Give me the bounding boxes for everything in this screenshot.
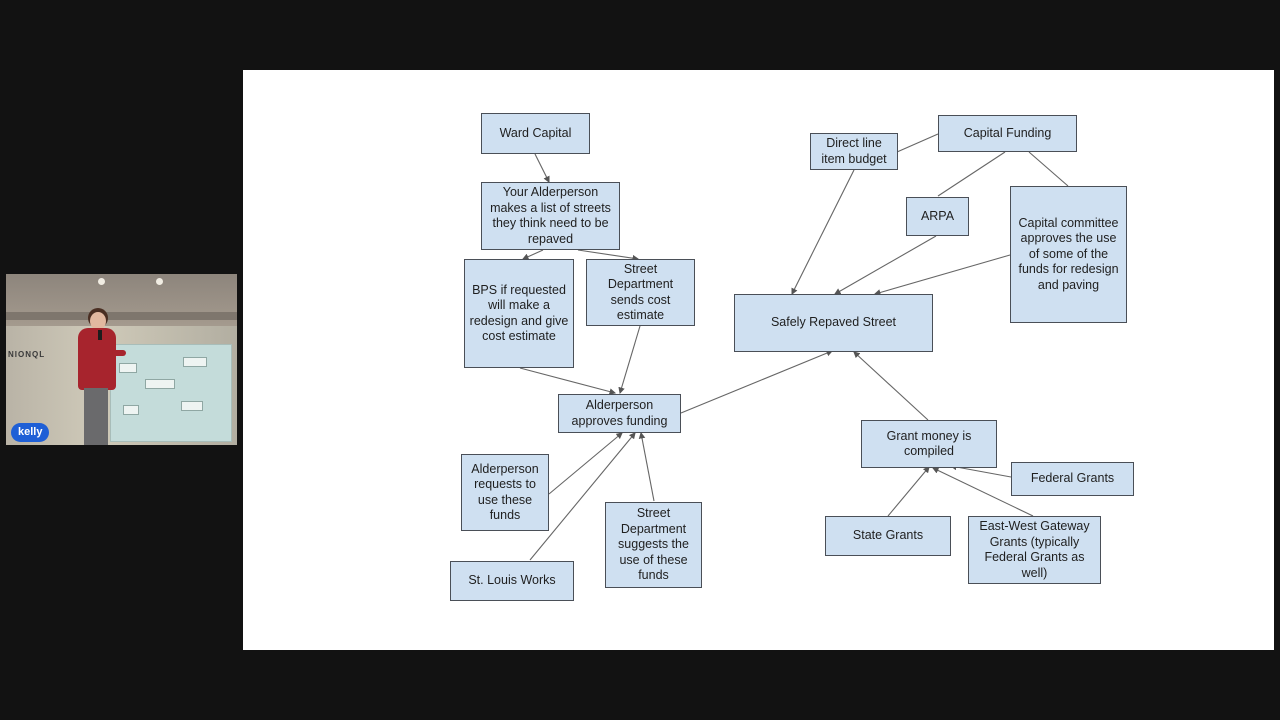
video-wall-sign: NIONQL	[8, 350, 46, 359]
connector-eastwest-to-grant	[932, 467, 1034, 517]
video-speaker-head	[90, 312, 106, 330]
connector-direct-to-street	[791, 169, 855, 295]
node-direct-line-budget: Direct line item budget	[810, 133, 898, 170]
video-screen-box	[123, 405, 139, 415]
video-beam	[6, 312, 237, 320]
video-ceiling-light	[156, 278, 163, 285]
microphone-icon	[98, 330, 102, 340]
node-safely-repaved-street: Safely Repaved Street	[734, 294, 933, 352]
video-speaker-body	[78, 328, 116, 390]
node-alderperson-requests: Alderperson requests to use these funds	[461, 454, 549, 531]
connector-state-to-grant	[887, 466, 930, 517]
participant-video-tile[interactable]: NIONQL	[6, 274, 237, 445]
connector-requests-to-approval	[548, 432, 623, 495]
video-projection-screen	[110, 344, 232, 442]
connector-stlworks-to-approval	[529, 432, 636, 561]
connector-bps-to-approval	[519, 367, 617, 395]
participant-name-badge: kelly	[11, 423, 50, 442]
node-capital-committee: Capital committee approves the use of so…	[1010, 186, 1127, 323]
connector-ward-to-alderperson-list	[534, 153, 550, 183]
video-screen-box	[181, 401, 203, 411]
video-speaker-legs	[84, 388, 108, 445]
connector-list-to-bps	[521, 249, 544, 260]
connector-capital-to-committee	[1028, 151, 1069, 187]
node-street-dept-cost: Street Department sends cost estimate	[586, 259, 695, 326]
node-alderperson-street-list: Your Alderperson makes a list of streets…	[481, 182, 620, 250]
connector-cost-to-approval	[618, 325, 641, 395]
shared-screen-slide: Ward Capital Your Alderperson makes a li…	[243, 70, 1274, 650]
node-federal-grants: Federal Grants	[1011, 462, 1134, 496]
connector-direct-to-capital	[896, 133, 939, 153]
node-ward-capital: Ward Capital	[481, 113, 590, 154]
connector-committee-to-street	[873, 254, 1011, 296]
node-bps-redesign: BPS if requested will make a redesign an…	[464, 259, 574, 368]
video-ceiling-light	[98, 278, 105, 285]
video-screen-box	[183, 357, 207, 367]
connector-capital-to-arpa	[937, 151, 1006, 197]
video-screen-box	[119, 363, 137, 373]
node-state-grants: State Grants	[825, 516, 951, 556]
connector-grant-to-street	[853, 351, 929, 421]
node-capital-funding: Capital Funding	[938, 115, 1077, 152]
diagram-connectors	[519, 133, 1069, 561]
connector-suggests-to-approval	[638, 431, 655, 502]
video-speaker-arm	[112, 350, 126, 356]
video-screen-box	[145, 379, 175, 389]
connector-arpa-to-street	[834, 235, 937, 295]
node-grant-money: Grant money is compiled	[861, 420, 997, 468]
connector-approval-to-street	[680, 350, 834, 414]
connector-list-to-street-dept	[577, 249, 640, 262]
node-street-dept-suggests: Street Department suggests the use of th…	[605, 502, 702, 588]
node-alderperson-approves: Alderperson approves funding	[558, 394, 681, 433]
node-st-louis-works: St. Louis Works	[450, 561, 574, 601]
node-arpa: ARPA	[906, 197, 969, 236]
node-east-west-gateway: East-West Gateway Grants (typically Fede…	[968, 516, 1101, 584]
